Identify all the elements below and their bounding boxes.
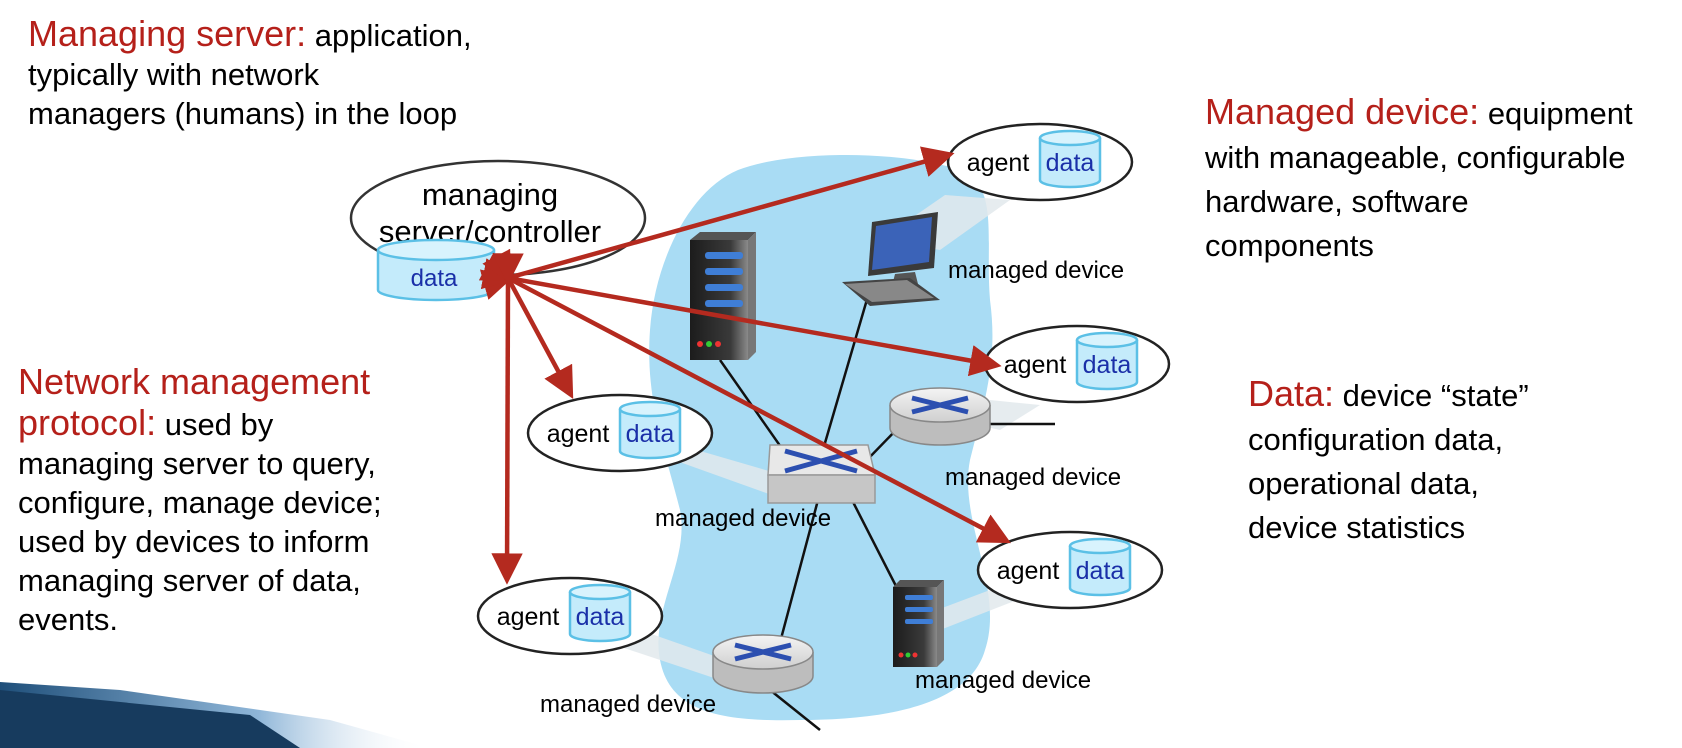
agent-middle: agent data (526, 393, 714, 473)
managing-server-heading: Managing server: (28, 13, 307, 54)
managed-device-body-4: components (1205, 228, 1374, 263)
agent-data-label: data (576, 603, 625, 631)
protocol-body-6: events. (18, 602, 118, 637)
data-desc-text: Data: device “state” configuration data,… (1248, 372, 1529, 550)
managing-server-text: Managing server: application, typically … (28, 14, 472, 133)
managed-device-heading: Managed device: (1205, 91, 1480, 132)
managed-device-label-router-bottom: managed device (540, 691, 716, 718)
agent-data-label: data (626, 420, 675, 448)
managed-device-body-1: equipment (1487, 96, 1633, 131)
server-small-icon (893, 580, 944, 667)
data-cylinder-lid (1068, 537, 1132, 555)
router-icon (889, 387, 991, 446)
agent-data-label: data (1076, 557, 1125, 585)
protocol-heading-1: Network management (18, 361, 371, 402)
controller-data-label: data (411, 265, 458, 292)
managed-device-body-2: with manageable, configurable (1205, 140, 1626, 175)
agent-label: agent (547, 420, 610, 448)
data-desc-body-1: device “state” (1342, 378, 1529, 413)
agent-lower-right: agent data (976, 530, 1164, 610)
agent-data-label: data (1083, 351, 1132, 379)
server-tower-icon (690, 232, 756, 360)
agent-label: agent (497, 603, 560, 631)
arrow-to-agent-bottom (491, 253, 524, 585)
data-cylinder-lid (568, 583, 632, 601)
data-desc-heading: Data: (1248, 373, 1335, 414)
protocol-body-2: managing server to query, (18, 446, 376, 481)
agent-label: agent (967, 149, 1030, 177)
agent-label: agent (1004, 351, 1067, 379)
data-cylinder-lid (618, 400, 682, 418)
agent-top: agent data (946, 122, 1134, 202)
protocol-text: Network management protocol: used by man… (18, 362, 382, 639)
controller-label-1: managing (422, 177, 558, 212)
controller-data-cylinder: data (376, 238, 496, 302)
agent-bottom: agent data (476, 576, 664, 656)
data-desc-body-3: operational data, (1248, 466, 1479, 501)
data-cylinder-icon (568, 592, 632, 643)
agent-label: agent (997, 557, 1060, 585)
protocol-heading-2: protocol: (18, 402, 157, 443)
managed-device-label-switch: managed device (655, 505, 831, 532)
managing-server-body-3: managers (humans) in the loop (28, 96, 458, 131)
data-cylinder-lid (1075, 331, 1139, 349)
managed-device-label-server: managed device (915, 667, 1091, 694)
protocol-body-3: configure, manage device; (18, 485, 382, 520)
protocol-body-1: used by (164, 407, 274, 442)
managed-device-text: Managed device: equipment with manageabl… (1205, 90, 1633, 268)
data-desc-body-2: configuration data, (1248, 422, 1504, 457)
data-desc-body-4: device statistics (1248, 510, 1466, 545)
managing-server-body-2: typically with network (28, 57, 320, 92)
managing-server-controller: managing server/controller data (349, 159, 647, 302)
protocol-body-5: managing server of data, (18, 563, 361, 598)
router-bottom-icon (712, 634, 814, 694)
managed-device-label-router: managed device (945, 464, 1121, 491)
protocol-body-4: used by devices to inform (18, 524, 370, 559)
agent-right: agent data (983, 324, 1171, 404)
switch-icon (767, 444, 876, 504)
managed-device-body-3: hardware, software (1205, 184, 1469, 219)
arrow-to-agent-lower-right (478, 252, 1011, 544)
agent-data-label: data (1046, 149, 1095, 177)
slide-decoration-bar (0, 682, 430, 748)
data-cylinder-lid (1038, 129, 1102, 147)
data-cylinder-icon (1038, 138, 1102, 189)
data-cylinder-icon (1075, 340, 1139, 391)
data-cylinder-icon (1068, 546, 1132, 597)
protocol-arrows (478, 146, 1011, 585)
managed-device-label-computer: managed device (948, 257, 1124, 284)
managing-server-body-1: application, (314, 18, 472, 53)
